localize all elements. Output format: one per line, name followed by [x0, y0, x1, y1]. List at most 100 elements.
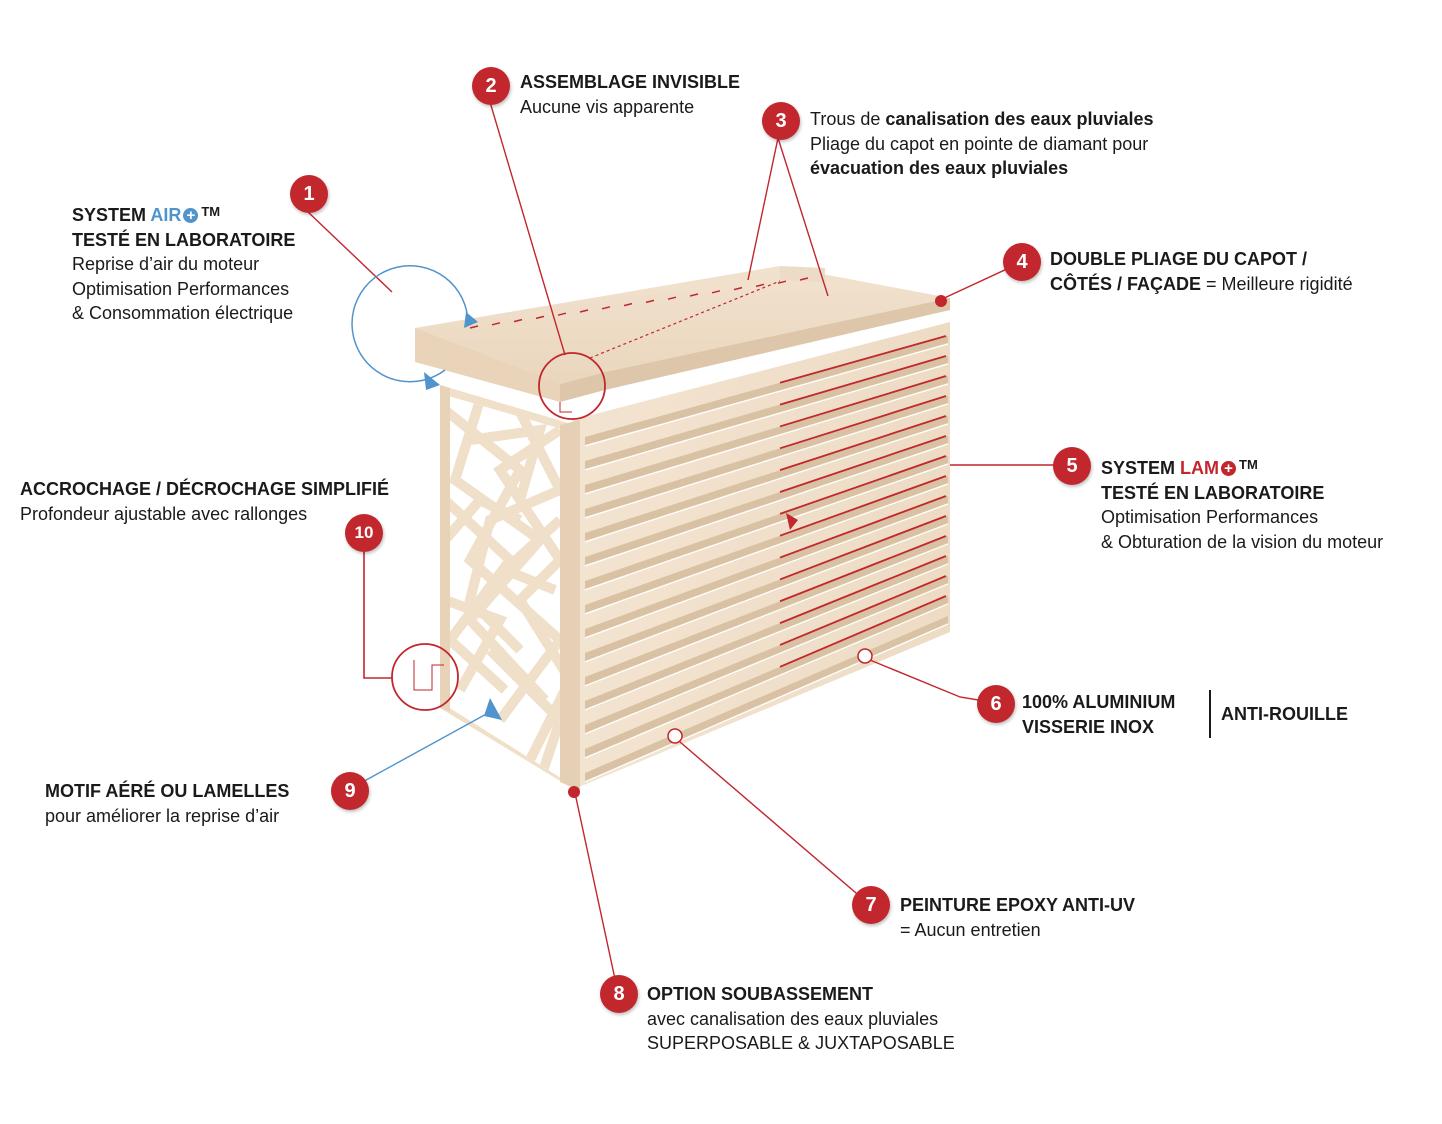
callout-7-body: = Aucun entretien: [900, 919, 1041, 940]
louver: [585, 396, 948, 517]
callout-10-body: Profondeur ajustable avec rallonges: [20, 503, 308, 524]
drain-hole: [557, 312, 567, 316]
callout-5-badge: 5: [1053, 447, 1091, 485]
louver-highlight: [584, 363, 949, 471]
plus-icon: +: [183, 208, 199, 223]
louver: [585, 496, 948, 637]
callout-5-line-3: Optimisation Performances: [1101, 507, 1319, 527]
drain-hole: [579, 309, 589, 313]
louver-highlight: [584, 483, 949, 615]
callout-3-line-2: Pliage du capot en pointe de diamant pou…: [810, 133, 1149, 154]
callout-1-title-a: SYSTEM: [72, 205, 151, 225]
annotation-lines: [307, 101, 1072, 994]
drain-hole: [535, 315, 545, 320]
callout-3-badge: 3: [762, 102, 800, 140]
callout-5-title-b: LAM: [1180, 458, 1220, 478]
callout-7-badge: 7: [852, 886, 890, 924]
callout-2-body: Aucune vis apparente: [520, 96, 695, 117]
airflow-line: [779, 555, 947, 624]
plus-icon: +: [1221, 461, 1237, 476]
airflow-line: [779, 355, 947, 406]
callout-6-text: 100% ALUMINIUM VISSERIE INOX: [1022, 690, 1175, 739]
callout-1-subtitle: TESTÉ EN LABORATOIRE: [72, 229, 296, 250]
louver-highlight: [584, 383, 949, 495]
airflow-line: [779, 395, 947, 450]
drain-hole: [601, 306, 611, 310]
airflow-line: [779, 455, 947, 515]
drain-hole: [513, 318, 523, 323]
drain-hole: [491, 322, 501, 326]
callout-3-line-1b: canalisation des eaux pluviales: [885, 109, 1154, 129]
louver: [585, 516, 948, 661]
callout-9-badge: 9: [331, 772, 369, 810]
drain-hole: [623, 302, 633, 307]
airflow-line: [779, 475, 947, 537]
callout-4-line-2a: CÔTÉS / FAÇADE: [1050, 273, 1202, 294]
callout-4-line-1: DOUBLE PLIAGE DU CAPOT /: [1050, 249, 1308, 269]
louver: [585, 436, 948, 565]
callout-9-body: pour améliorer la reprise d’air: [45, 805, 280, 826]
callout-6-badge: 6: [977, 685, 1015, 723]
callout-2-text: ASSEMBLAGE INVISIBLE Aucune vis apparent…: [520, 70, 740, 119]
callout-5-line-4: & Obturation de la vision du moteur: [1101, 531, 1384, 552]
callout-3-line-1a: Trous de: [810, 109, 886, 129]
louver: [585, 456, 948, 589]
callout-8-text: OPTION SOUBASSEMENT avec canalisation de…: [647, 982, 955, 1056]
drain-hole: [755, 283, 765, 288]
airflow-line: [779, 375, 947, 428]
callout-1-badge: 1: [290, 175, 328, 213]
callout-10-text: ACCROCHAGE / DÉCROCHAGE SIMPLIFIÉ Profon…: [20, 477, 389, 526]
drain-hole: [777, 280, 787, 284]
louver-highlight: [584, 503, 949, 639]
callout-9-title: MOTIF AÉRÉ OU LAMELLES: [45, 781, 290, 801]
drain-hole: [469, 325, 479, 329]
callout-4-text: DOUBLE PLIAGE DU CAPOT / CÔTÉS / FAÇADE …: [1050, 247, 1353, 296]
callout-6-right: ANTI-ROUILLE: [1221, 704, 1348, 724]
louver: [585, 576, 948, 733]
front-panel: [560, 322, 950, 790]
louver-highlight: [584, 443, 949, 567]
callout-7-text: PEINTURE EPOXY ANTI-UV = Aucun entretien: [900, 893, 1135, 942]
louver-highlight: [584, 403, 949, 519]
callout-4-line-2b: = Meilleure rigidité: [1201, 273, 1353, 294]
callout-8-line-2: avec canalisation des eaux pluviales: [647, 1008, 939, 1029]
louver-highlight: [584, 603, 949, 759]
callout-1-text: SYSTEM AIR+TM TESTÉ EN LABORATOIRE Repri…: [72, 200, 295, 326]
drain-hole: [733, 286, 743, 291]
drain-hole: [667, 296, 677, 300]
louver: [585, 356, 948, 469]
airflow-line: [779, 495, 947, 559]
louver: [585, 556, 948, 709]
louver: [585, 336, 948, 445]
airflow-line: [779, 335, 947, 384]
callout-1-line-4: Optimisation Performances: [72, 278, 290, 299]
callout-8-badge: 8: [600, 975, 638, 1013]
callout-2-title: ASSEMBLAGE INVISIBLE: [520, 72, 741, 92]
louver: [585, 376, 948, 493]
louver: [585, 416, 948, 541]
louver: [585, 536, 948, 685]
callout-1-title-b: AIR: [150, 205, 182, 225]
callout-3-line-3: évacuation des eaux pluviales: [810, 158, 1069, 178]
callout-5-title-a: SYSTEM: [1101, 458, 1181, 478]
callout-8-title: OPTION SOUBASSEMENT: [647, 984, 874, 1004]
louver-highlight: [584, 623, 949, 783]
airflow-line: [779, 575, 947, 646]
louver-highlight: [584, 423, 949, 543]
front-louvers: [584, 336, 949, 783]
side-panel: [440, 385, 575, 790]
airflow-line: [779, 595, 947, 668]
callout-3-text: Trous de canalisation des eaux pluviales…: [810, 107, 1154, 181]
trademark-mark: TM: [1239, 457, 1258, 472]
louver: [585, 476, 948, 613]
callout-1-line-5: & Consommation électrique: [72, 303, 294, 323]
callout-6-line-2: VISSERIE INOX: [1022, 716, 1155, 737]
trademark-mark: TM: [201, 204, 221, 219]
drain-hole: [711, 290, 721, 294]
louver-highlight: [584, 343, 949, 447]
louver-highlight: [584, 523, 949, 663]
callout-2-badge: 2: [472, 67, 510, 105]
callout-7-title: PEINTURE EPOXY ANTI-UV: [900, 895, 1136, 915]
